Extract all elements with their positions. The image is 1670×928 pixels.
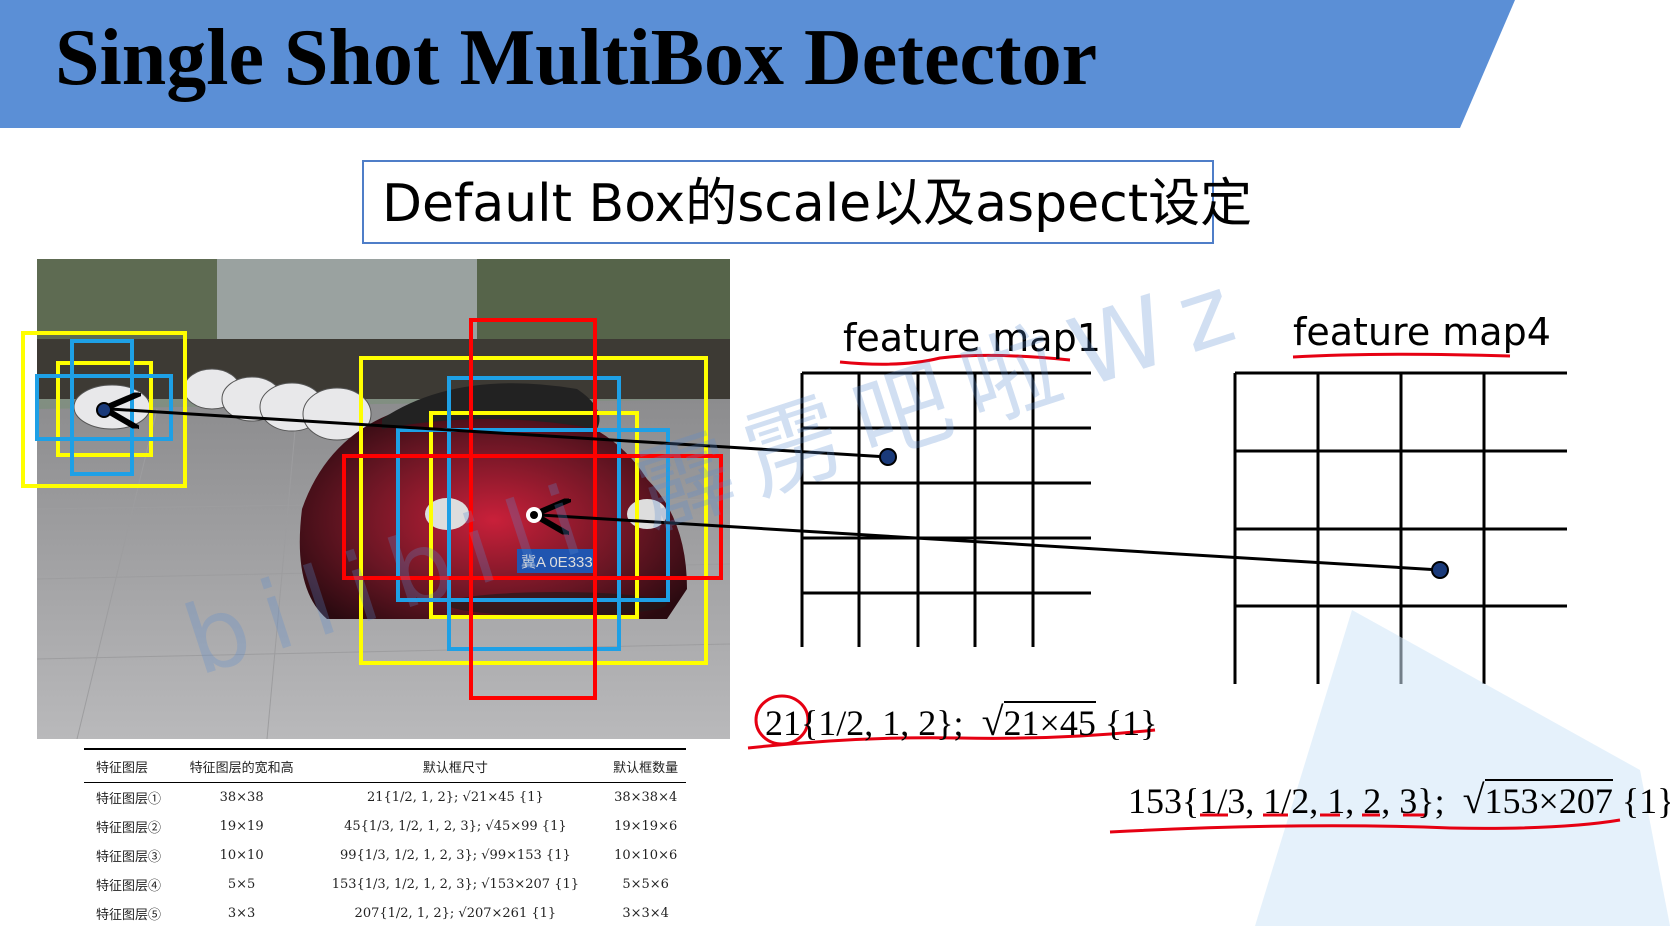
subtitle-text: Default Box的scale以及aspect设定 <box>382 174 1253 234</box>
large-box-red-2 <box>342 454 723 580</box>
large-box-cyan-1 <box>447 376 621 651</box>
table-row: 特征图层① 38×38 21{1/2, 1, 2}; √21×45 {1} 38… <box>84 783 686 813</box>
decor-triangle <box>1255 610 1670 926</box>
fm1-cell-dot <box>879 448 897 466</box>
table-header: 默认框尺寸 <box>305 748 606 783</box>
fm1-ratios: {1/2, 1, 2}; <box>801 703 964 743</box>
table-cell: 特征图层④ <box>96 879 162 894</box>
table-row: 特征图层② 19×19 45{1/3, 1/2, 1, 2, 3}; √45×9… <box>84 812 686 841</box>
fm4-cell-dot <box>1431 561 1449 579</box>
subtitle-box: Default Box的scale以及aspect设定 <box>362 160 1252 244</box>
fm4-underline <box>1292 352 1511 359</box>
table-cell: 38×38 <box>219 790 264 805</box>
license-plate: 冀A 0E333 <box>521 554 593 571</box>
default-box-table: 特征图层 特征图层的宽和高 默认框尺寸 默认框数量 特征图层① 38×38 21… <box>84 748 686 928</box>
large-box-red-1 <box>469 318 597 700</box>
page-title: Single Shot MultiBox Detector <box>55 14 1098 102</box>
table-cell: 207{1/2, 1, 2}; √207×261 {1} <box>354 906 557 921</box>
fm4-formula-underline <box>1109 818 1621 834</box>
table-cell: 5×5 <box>227 877 256 892</box>
large-box-cyan-2 <box>396 428 670 602</box>
table-row: 特征图层④ 5×5 153{1/3, 1/2, 1, 2, 3}; √153×2… <box>84 870 686 899</box>
table-cell: 45{1/3, 1/2, 1, 2, 3}; √45×99 {1} <box>344 819 567 834</box>
table-header: 特征图层 <box>84 748 178 783</box>
arrow-fm1-to-small-car <box>110 409 889 459</box>
small-box-cyan-2 <box>35 374 173 441</box>
table-header: 默认框数量 <box>605 748 686 783</box>
feature-map4-label: feature map4 <box>1293 310 1551 354</box>
arrow-fm4-to-large-car <box>540 515 1441 572</box>
table-cell: 99{1/3, 1/2, 1, 2, 3}; √99×153 {1} <box>339 848 571 863</box>
feature-map1-label: feature map1 <box>843 316 1101 360</box>
table-cell: 38×38×4 <box>614 790 678 805</box>
table-cell: 19×19 <box>219 819 264 834</box>
title-banner <box>0 0 1515 128</box>
table-row: 特征图层③ 10×10 99{1/3, 1/2, 1, 2, 3}; √99×1… <box>84 841 686 870</box>
table-cell: 153{1/3, 1/2, 1, 2, 3}; √153×207 {1} <box>331 877 580 892</box>
table-cell: 特征图层② <box>96 821 162 836</box>
table-header-row: 特征图层 特征图层的宽和高 默认框尺寸 默认框数量 <box>84 748 686 783</box>
large-box-yellow-1 <box>359 356 708 665</box>
feature-map4-grid <box>1233 371 1567 684</box>
fm4-sqrt: 153×207 <box>1484 779 1613 821</box>
fm1-prefix: 21 <box>765 703 801 743</box>
table-cell: 3×3 <box>227 906 256 921</box>
fm4-prefix: 153 <box>1128 781 1182 821</box>
sqrt-icon: √ <box>1462 777 1485 822</box>
table-cell: 特征图层⑤ <box>96 908 162 923</box>
table-cell: 5×5×6 <box>622 877 669 892</box>
sqrt-icon: √ <box>981 699 1004 744</box>
fm4-suffix: {1} <box>1621 781 1670 821</box>
table-cell: 21{1/2, 1, 2}; √21×45 {1} <box>366 790 544 805</box>
table-cell: 19×19×6 <box>614 819 678 834</box>
table-cell: 3×3×4 <box>622 906 669 921</box>
fm1-sqrt: 21×45 <box>1003 701 1096 743</box>
small-box-yellow-2 <box>56 361 153 457</box>
fm1-underline <box>839 353 1071 366</box>
fm1-suffix: {1} <box>1104 703 1158 743</box>
table-row: 特征图层⑤ 3×3 207{1/2, 1, 2}; √207×261 {1} 3… <box>84 899 686 928</box>
table-cell: 10×10×6 <box>614 848 678 863</box>
table-cell: 特征图层③ <box>96 850 162 865</box>
table-header: 特征图层的宽和高 <box>177 748 306 783</box>
small-box-yellow-1 <box>21 331 187 488</box>
fm4-ratios: {1/3, 1/2, 1, 2, 3}; <box>1182 781 1445 821</box>
large-car-center-dot <box>530 511 538 519</box>
large-box-yellow-2 <box>429 411 639 619</box>
feature-map1-grid <box>800 371 1091 647</box>
fm1-formula-underline <box>747 728 1156 750</box>
small-car-center-dot <box>96 402 112 418</box>
table-cell: 特征图层① <box>96 792 162 807</box>
table-cell: 10×10 <box>219 848 264 863</box>
fm1-formula: 21{1/2, 1, 2}; √21×45 {1} <box>765 699 1158 744</box>
fm4-formula: 153{1/3, 1/2, 1, 2, 3}; √153×207 {1} <box>1128 777 1670 822</box>
